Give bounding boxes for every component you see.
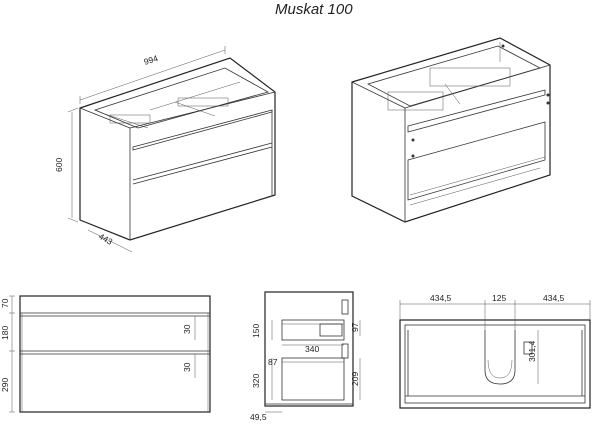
dim-top-right: 434,5 [543, 293, 565, 303]
dim-side-lower: 320 [251, 374, 261, 388]
dim-front-top: 70 [0, 298, 10, 308]
side-section: 150 320 340 87 49,5 97 209 [250, 291, 361, 422]
dim-iso-width: 994 [143, 53, 160, 67]
dim-side-base: 49,5 [250, 412, 267, 422]
iso-open-view [351, 37, 551, 223]
iso-front-view: 994 600 443 [54, 46, 276, 253]
dim-side-upper: 150 [251, 324, 261, 338]
dim-iso-depth: 443 [97, 231, 115, 247]
front-elevation: 70 180 290 30 30 [0, 295, 211, 413]
dim-iso-height: 600 [54, 158, 64, 172]
dim-top-depth: 301,4 [527, 340, 537, 362]
top-plan: 434,5 125 434,5 301,4 [399, 293, 591, 409]
dim-front-gap-upper: 30 [182, 324, 192, 334]
dim-side-right-lower: 209 [350, 372, 360, 386]
dim-front-gap-lower: 30 [182, 362, 192, 372]
dim-side-offset: 87 [268, 357, 278, 367]
drawing-title: Muskat 100 [275, 1, 353, 18]
dim-top-left: 434,5 [430, 293, 452, 303]
dim-front-upper: 180 [0, 326, 10, 340]
dim-top-center: 125 [492, 293, 506, 303]
dim-side-right-upper: 97 [350, 322, 360, 332]
dim-side-inner-width: 340 [305, 344, 319, 354]
dim-front-lower: 290 [0, 378, 10, 392]
